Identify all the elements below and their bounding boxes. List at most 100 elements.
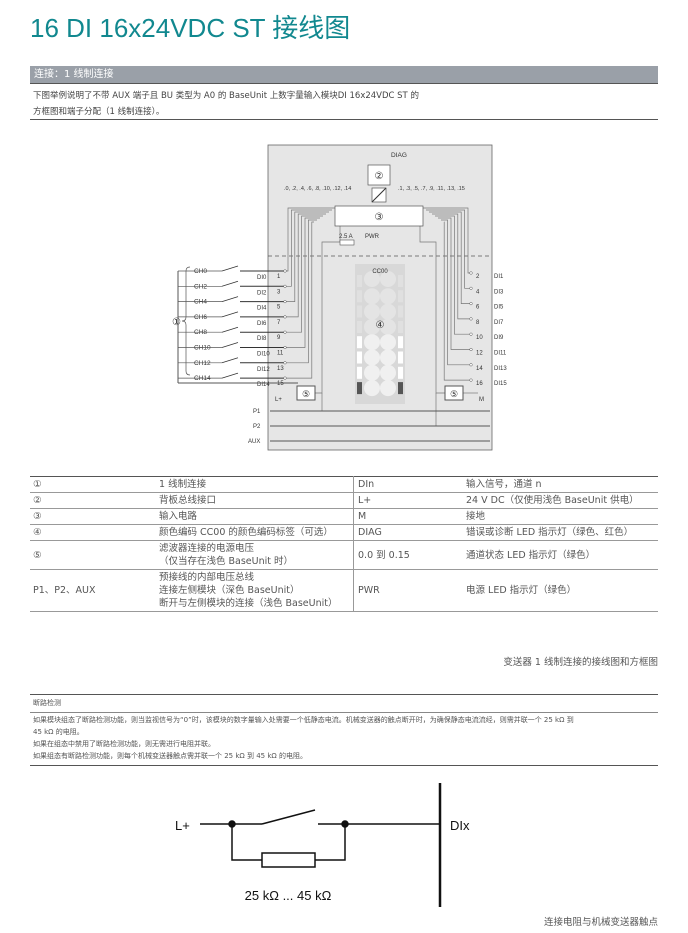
legend-desc: 输入信号，通道 n [462, 476, 658, 493]
legend-key: L+ [353, 492, 462, 509]
terminal-number: 12 [476, 351, 483, 357]
legend-key: DIn [353, 476, 462, 493]
paragraph: 如果模块组态了断路检测功能，则当监视信号为“0”时，该模块的数字量输入处需要一个… [33, 716, 574, 724]
label-5: ⑤ [302, 389, 310, 399]
aux-label: AUX [248, 439, 260, 445]
di-label: DI15 [494, 381, 507, 387]
di-label: DI2 [257, 290, 267, 296]
lplus-label: L+ [175, 818, 190, 833]
label-4: ④ [376, 320, 385, 331]
switch-icon [221, 311, 239, 318]
di-label: DI7 [494, 320, 504, 326]
terminal-number: 15 [277, 381, 284, 387]
cc-label: CC00 [372, 269, 388, 275]
terminal-number: 11 [277, 351, 284, 357]
resistor-icon [261, 852, 316, 868]
description: 方框图和端子分配（1 线制连接）。 [33, 107, 165, 117]
terminal-number: 4 [476, 289, 480, 295]
terminal-number: 9 [277, 335, 281, 341]
channel-label: CH4 [194, 299, 207, 306]
description: 下图举例说明了不带 AUX 端子且 BU 类型为 A0 的 BaseUnit 上… [33, 91, 419, 101]
di-label: DI8 [257, 336, 267, 342]
legend-key: PWR [353, 569, 462, 612]
legend-desc: 24 V DC（仅使用浅色 BaseUnit 供电） [462, 492, 658, 509]
terminal-number: 7 [277, 320, 281, 326]
terminal-number: 6 [476, 305, 480, 311]
diag-label: DIAG [391, 152, 407, 159]
divider [30, 119, 658, 120]
terminal-number: 3 [277, 289, 281, 295]
legend-key: ⑤ [30, 540, 155, 570]
fuse-label: 2.5 A [339, 234, 353, 240]
paragraph: 45 kΩ 的电阻。 [33, 728, 84, 736]
di-label: DI5 [494, 305, 504, 311]
terminal-number: 5 [277, 305, 281, 311]
switch-icon [221, 342, 239, 348]
caption: 变送器 1 线制连接的接线图和方框图 [503, 657, 658, 668]
di-label: DI1 [494, 274, 504, 280]
di-label: DI14 [257, 382, 270, 388]
legend-desc: 预接线的内部电压总线 连接左侧模块（深色 BaseUnit） 断开与左侧模块的连… [155, 569, 354, 612]
legend-key: DIAG [353, 524, 462, 541]
dix-label: DIx [450, 818, 470, 833]
lplus-label: L+ [275, 397, 282, 403]
terminal-number: 16 [476, 381, 483, 387]
channel-label: CH2 [194, 283, 207, 290]
wirebreak-header: 断路检测 [33, 699, 61, 707]
switch-icon [221, 372, 239, 379]
even-leds-label: .0, .2, .4, .6, .8, .10, .12, .14 [284, 186, 351, 192]
terminal-number: 2 [476, 274, 480, 280]
legend-desc: 通道状态 LED 指示灯（绿色） [462, 540, 658, 570]
channel-label: CH0 [194, 268, 207, 275]
di-label: DI12 [257, 367, 270, 373]
switch-icon [221, 296, 239, 302]
terminal-number: 13 [277, 366, 284, 372]
legend-desc: 电源 LED 指示灯（绿色） [462, 569, 658, 612]
legend-desc: 输入电路 [155, 508, 354, 525]
section-header: 连接：1 线制连接 [30, 66, 658, 84]
resistor-circuit: L+ DIx 25 kΩ ... 45 kΩ [175, 783, 470, 907]
terminal-number: 1 [277, 274, 281, 280]
terminal-number: 10 [476, 335, 483, 341]
divider [30, 712, 658, 713]
legend-key: ④ [30, 524, 155, 541]
terminal-number: 8 [476, 320, 480, 326]
divider [30, 765, 658, 766]
label-3: ③ [375, 212, 384, 223]
switch-icon [221, 357, 239, 364]
m-label: M [479, 397, 484, 403]
legend-key: P1、P2、AUX [30, 569, 155, 612]
legend-desc: 接地 [462, 508, 658, 525]
channel-label: CH6 [194, 314, 207, 321]
legend-desc: 背板总线接口 [155, 492, 354, 509]
label-1: ① [172, 317, 181, 328]
pwr-label: PWR [365, 234, 380, 240]
legend-desc: 1 线制连接 [155, 476, 354, 493]
page-title: 16 DI 16x24VDC ST 接线图 [30, 13, 351, 43]
di-label: DI3 [494, 289, 504, 295]
p1-label: P1 [253, 409, 261, 415]
switch-icon [221, 326, 239, 333]
di-label: DI6 [257, 321, 267, 327]
switch-icon [221, 280, 239, 287]
channel-label: CH12 [194, 360, 211, 367]
legend-key: ① [30, 476, 155, 493]
channel-label: CH8 [194, 329, 207, 336]
legend-key: ② [30, 492, 155, 509]
legend-key: M [353, 508, 462, 525]
legend-desc: 颜色编码 CC00 的颜色编码标签（可选） [155, 524, 354, 541]
odd-leds-label: .1, .3, .5, .7, .9, .11, .13, .15 [398, 186, 465, 192]
channel-label: CH10 [194, 345, 211, 352]
di-label: DI0 [257, 275, 267, 281]
channel-label: CH14 [194, 375, 211, 382]
di-label: DI10 [257, 352, 270, 358]
paragraph: 如果在组态中禁用了断路检测功能，则无需进行电阻并联。 [33, 740, 215, 748]
p2-label: P2 [253, 424, 261, 430]
paragraph: 如果组态有断路检测功能，则每个机械变送器触点需并联一个 25 kΩ 到 45 k… [33, 752, 307, 760]
